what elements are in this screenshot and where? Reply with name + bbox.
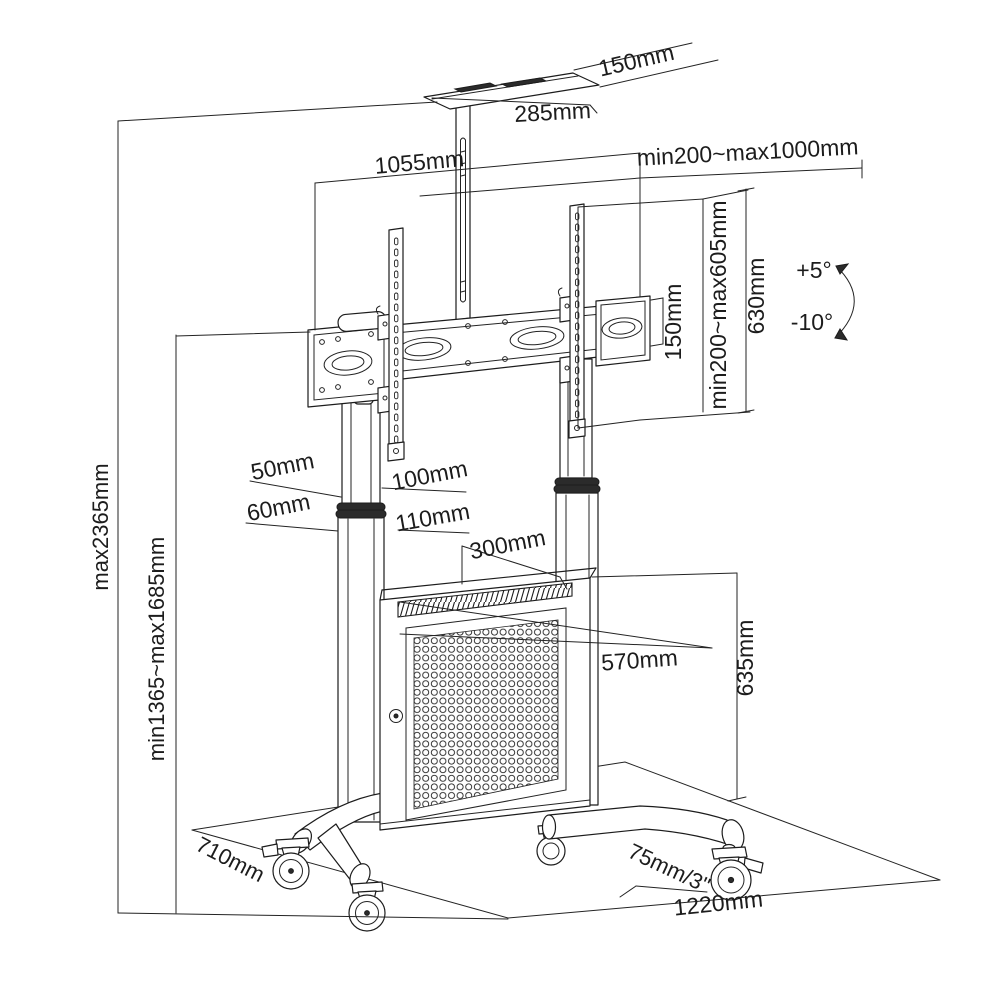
caster-front-right-brake (710, 843, 764, 901)
label-cabinet-depth: 300mm (467, 524, 547, 564)
label-overall-max-height: max2365mm (88, 463, 113, 590)
right-column-collar (553, 477, 601, 494)
caster-mid-left (348, 881, 386, 932)
left-column-collar (335, 502, 387, 519)
vesa-arm-right (568, 203, 586, 439)
dimension-lines (117, 42, 863, 920)
label-lower-column-width: 110mm (393, 498, 471, 537)
label-rail-face-height: 150mm (660, 284, 686, 361)
rail-right-end-plate (595, 295, 651, 367)
camera-shelf-pole (455, 104, 471, 321)
label-shelf-depth: 150mm (596, 39, 677, 82)
label-base-depth: 710mm (192, 832, 269, 888)
label-tilt-up: +5° (796, 257, 831, 283)
label-rail-width: 1055mm (374, 145, 465, 179)
label-upper-column-width: 100mm (389, 455, 469, 495)
cabinet (379, 567, 597, 831)
label-screen-height-range: min1365~max1685mm (144, 537, 169, 761)
left-foot-tube (289, 792, 384, 889)
caster-front-left-brake (261, 837, 310, 890)
label-bracket-height: 630mm (743, 258, 769, 335)
label-tv-width-range: min200~max1000mm (636, 133, 859, 171)
left-column (335, 377, 387, 823)
cabinet-perforated-door (413, 619, 559, 810)
label-tv-height-range: min200~max605mm (705, 200, 731, 409)
tilt-range-arrow (834, 263, 855, 341)
cabinet-lock (389, 709, 403, 723)
label-cabinet-width: 570mm (600, 644, 678, 675)
vesa-arm-left (387, 227, 405, 462)
tv-mount-rail (307, 287, 651, 414)
label-lower-column-depth: 60mm (245, 488, 313, 526)
label-shelf-width: 285mm (514, 97, 592, 127)
label-upper-column-depth: 50mm (249, 447, 317, 485)
label-cabinet-height: 635mm (732, 620, 758, 697)
label-tilt-down: -10° (791, 309, 833, 335)
